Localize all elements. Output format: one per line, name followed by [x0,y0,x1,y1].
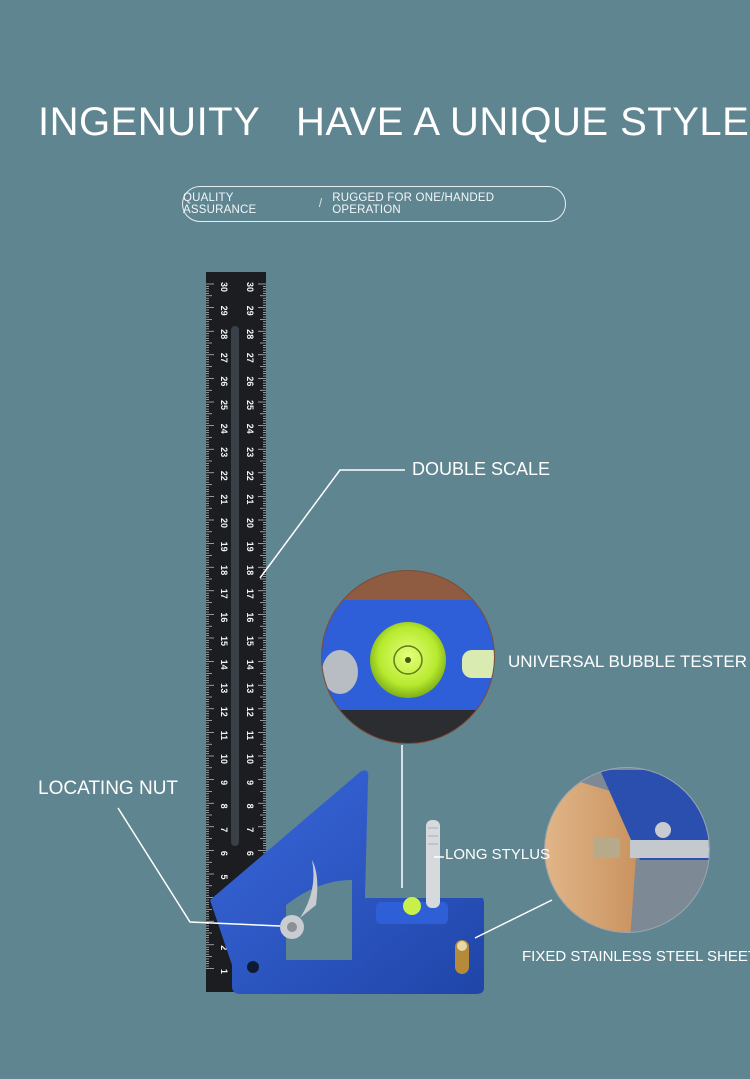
ruler-number: 15 [219,636,229,646]
ruler-number: 16 [245,612,255,622]
ruler-number: 2 [219,945,229,950]
ruler-number: 18 [245,565,255,575]
ruler-number: 12 [219,707,229,717]
ruler-number: 25 [245,400,255,410]
headline-unique-style: HAVE A UNIQUE STYLE [296,100,750,144]
ruler-number: 9 [245,780,255,785]
ruler-number: 7 [219,827,229,832]
ruler-number: 19 [245,542,255,552]
ruler-number: 21 [245,494,255,504]
callout-bubble-tester: UNIVERSAL BUBBLE TESTER [508,652,748,671]
ruler-number: 30 [219,282,229,292]
ruler-number: 30 [245,282,255,292]
ruler-number: 18 [219,565,229,575]
callout-locating-nut: LOCATING NUT [38,778,179,799]
ruler-number: 13 [219,683,229,693]
ruler-number: 8 [219,804,229,809]
ruler-number: 16 [219,612,229,622]
headline-ingenuity: INGENUITY [38,100,261,144]
ruler-number: 14 [219,660,229,670]
callout-double-scale: DOUBLE SCALE [412,459,551,479]
ruler-number: 6 [219,851,229,856]
ruler-number: 11 [245,731,255,741]
ruler-number: 10 [219,754,229,764]
ruler-number: 24 [219,424,229,434]
ruler-number: 15 [245,636,255,646]
ruler-number: 24 [245,424,255,434]
ruler-number: 28 [219,329,229,339]
square-head [210,770,484,994]
ruler-number: 11 [219,731,229,741]
ruler-number: 23 [245,447,255,457]
ruler-number: 26 [245,376,255,386]
tagline-rugged: RUGGED FOR ONE/HANDED OPERATION [332,192,495,216]
stainless-sheet-inset [544,767,710,933]
ruler-number: 29 [245,306,255,316]
callout-stainless-sheet: FIXED STAINLESS STEEL SHEET [522,948,750,965]
ruler-numbers-right: 30 29 28 27 26 25 24 23 22 21 20 19 18 17 16 15 14 13 12 11… [245,282,255,974]
stylus-icon [426,820,440,908]
ruler-ticks [206,283,266,969]
tagline-quality: QUALITY ASSURANCE [183,192,257,216]
head-screw-icon [247,961,259,973]
ruler-number: 20 [245,518,255,528]
ruler-number: 28 [245,329,255,339]
ruler-number: 7 [245,827,255,832]
ruler-number: 26 [219,376,229,386]
ruler-number: 21 [219,494,229,504]
tagline-separator: / [318,198,323,210]
ruler-number: 27 [245,353,255,363]
ruler-number: 23 [219,447,229,457]
ruler-number: 1 [219,969,229,974]
ruler-number: 17 [245,589,255,599]
ruler-number: 6 [245,851,255,856]
ruler-numbers-left: 3029282726252423222120191817161514131211… [219,282,229,974]
ruler-number: 25 [219,400,229,410]
leader-stainless-sheet [474,899,553,939]
ruler-blade: 3029282726252423222120191817161514131211… [206,272,266,992]
ruler-number: 20 [219,518,229,528]
leader-locating-nut [117,807,281,927]
ruler-number: 17 [219,589,229,599]
head-bubble-vial-icon [403,897,421,915]
ruler-number: 29 [219,306,229,316]
tagline-pill: QUALITY ASSURANCE / RUGGED FOR ONE/HANDE… [182,186,566,222]
ruler-number: 12 [245,707,255,717]
ruler-number: 10 [245,754,255,764]
callout-leaders [117,469,553,939]
ruler-number: 5 [219,874,229,879]
callout-long-stylus: LONG STYLUS [445,846,551,863]
ruler-number: 9 [219,780,229,785]
ruler-number: 8 [245,804,255,809]
ruler-number: 22 [245,471,255,481]
leader-double-scale [259,469,405,579]
ruler-number: 22 [219,471,229,481]
ruler-number: 19 [219,542,229,552]
ruler-number: 13 [245,683,255,693]
ruler-number: 27 [219,353,229,363]
ruler-number: 14 [245,660,255,670]
bubble-tester-inset [321,570,495,744]
